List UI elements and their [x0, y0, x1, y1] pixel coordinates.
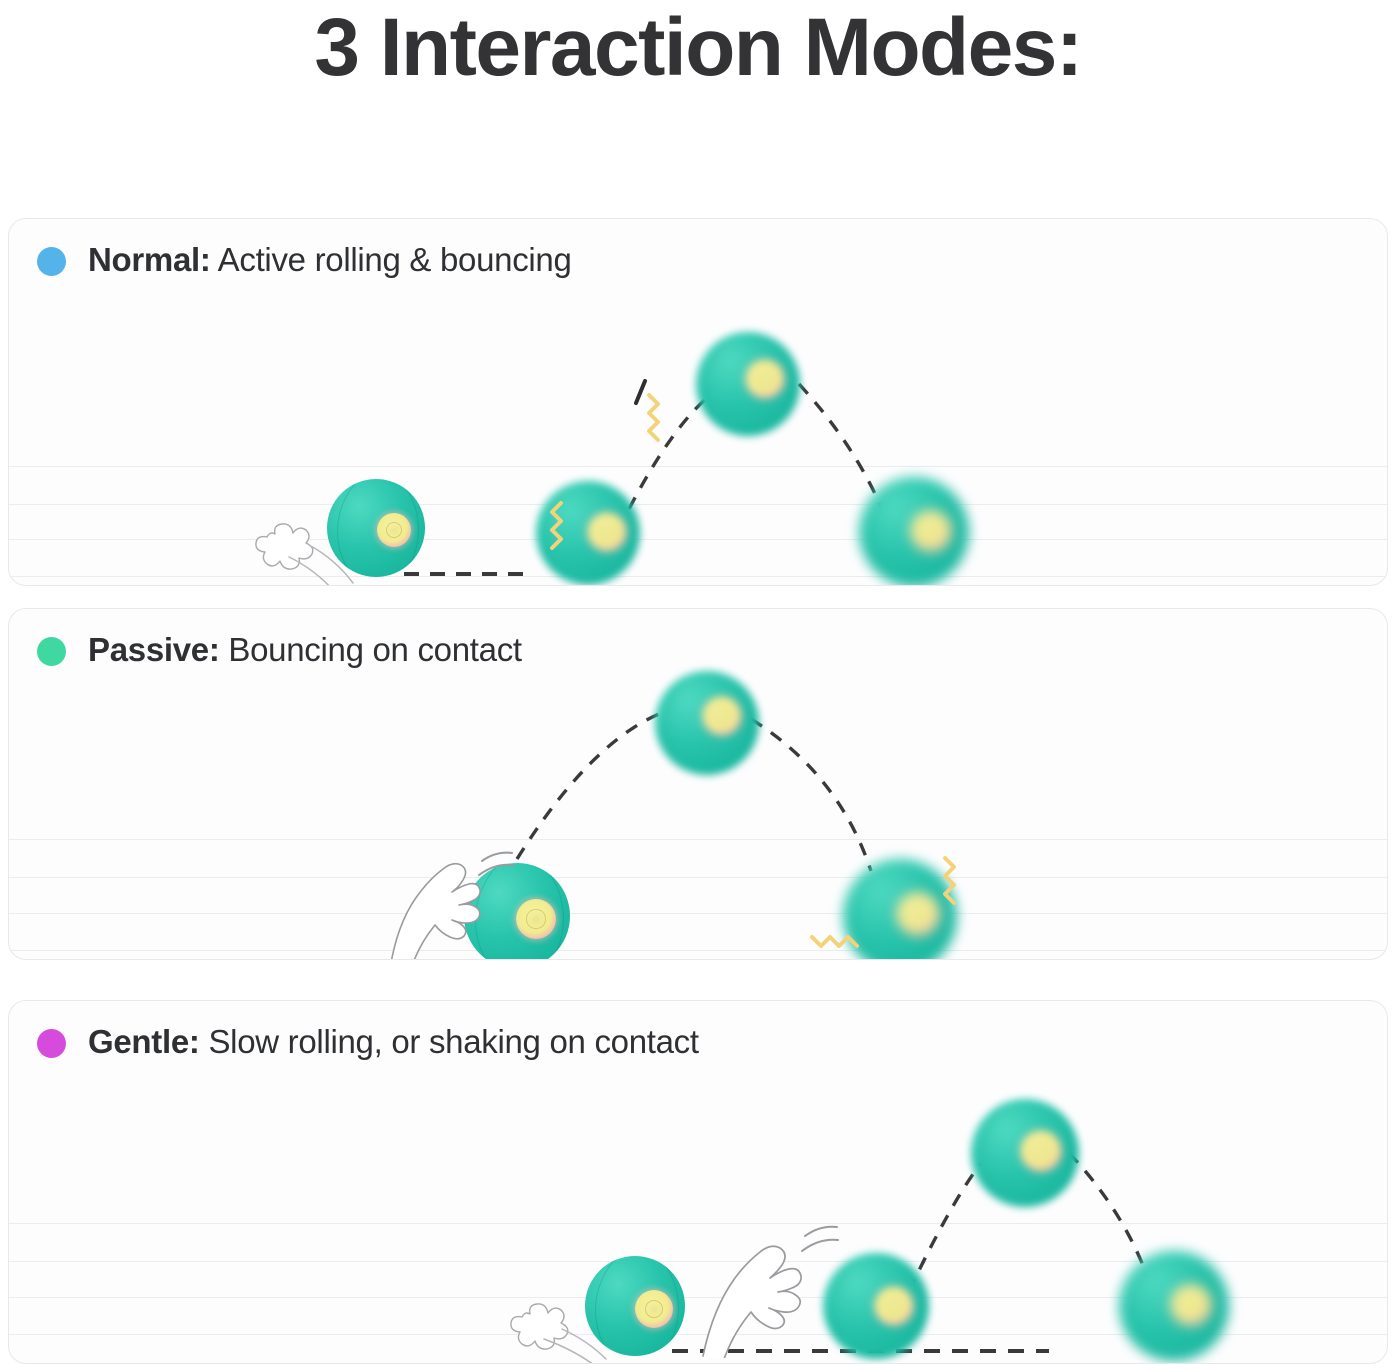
card-header-text-normal: Normal: Active rolling & bouncing — [88, 241, 572, 279]
mode-description-passive: Bouncing on contact — [228, 631, 522, 668]
normal-mode-dot — [37, 246, 66, 276]
smart-ball-passive-2 — [655, 671, 759, 775]
ball-scene-passive — [9, 609, 1387, 959]
mode-label-gentle: Gentle: — [88, 1023, 200, 1060]
smart-ball-gentle-2 — [823, 1253, 929, 1359]
card-header-gentle: Gentle: Slow rolling, or shaking on cont… — [37, 1023, 699, 1061]
card-header-text-passive: Passive: Bouncing on contact — [88, 631, 522, 669]
card-header-normal: Normal: Active rolling & bouncing — [37, 241, 572, 279]
mode-card-normal: Normal: Active rolling & bouncing — [8, 218, 1388, 586]
mode-label-passive: Passive: — [88, 631, 220, 668]
mode-description-gentle: Slow rolling, or shaking on contact — [208, 1023, 699, 1060]
smart-ball-normal-3 — [696, 332, 800, 436]
smart-ball-normal-2 — [536, 481, 640, 585]
ball-scene-gentle — [9, 1001, 1387, 1363]
smart-ball-normal-1 — [327, 479, 425, 577]
smart-ball-normal-4 — [859, 477, 969, 585]
gentle-mode-dot — [37, 1028, 66, 1058]
passive-mode-dot — [37, 636, 66, 666]
page-title: 3 Interaction Modes: — [314, 2, 1083, 93]
smart-ball-passive-1 — [464, 863, 570, 959]
card-header-passive: Passive: Bouncing on contact — [37, 631, 522, 669]
smart-ball-gentle-4 — [1119, 1251, 1229, 1361]
mode-card-passive: Passive: Bouncing on contact — [8, 608, 1388, 960]
smart-ball-gentle-3 — [971, 1099, 1079, 1207]
mode-card-gentle: Gentle: Slow rolling, or shaking on cont… — [8, 1000, 1388, 1364]
smart-ball-passive-3 — [843, 859, 957, 959]
card-header-text-gentle: Gentle: Slow rolling, or shaking on cont… — [88, 1023, 699, 1061]
mode-description-normal: Active rolling & bouncing — [217, 241, 572, 278]
mode-label-normal: Normal: — [88, 241, 211, 278]
smart-ball-gentle-1 — [585, 1256, 685, 1356]
